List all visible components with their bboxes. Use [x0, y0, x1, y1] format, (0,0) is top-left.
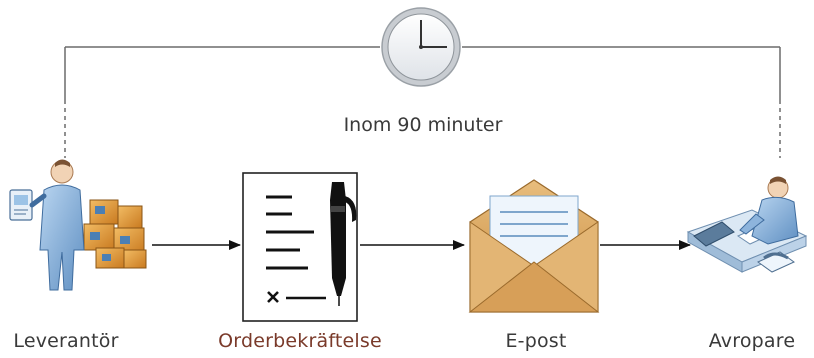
timer-label: Inom 90 minuter [343, 114, 503, 136]
order-confirmation-label: Orderbekräftelse [218, 330, 382, 352]
document-pen-icon [242, 172, 358, 322]
supplier-person-icon [9, 159, 147, 291]
supplier-label: Leverantör [13, 330, 119, 352]
timer-bracket [64, 46, 781, 158]
person-at-desk-icon [686, 176, 808, 273]
buyer-label: Avropare [708, 330, 796, 352]
envelope-icon [468, 179, 600, 313]
clock-icon [381, 7, 461, 87]
email-label: E-post [505, 330, 567, 352]
